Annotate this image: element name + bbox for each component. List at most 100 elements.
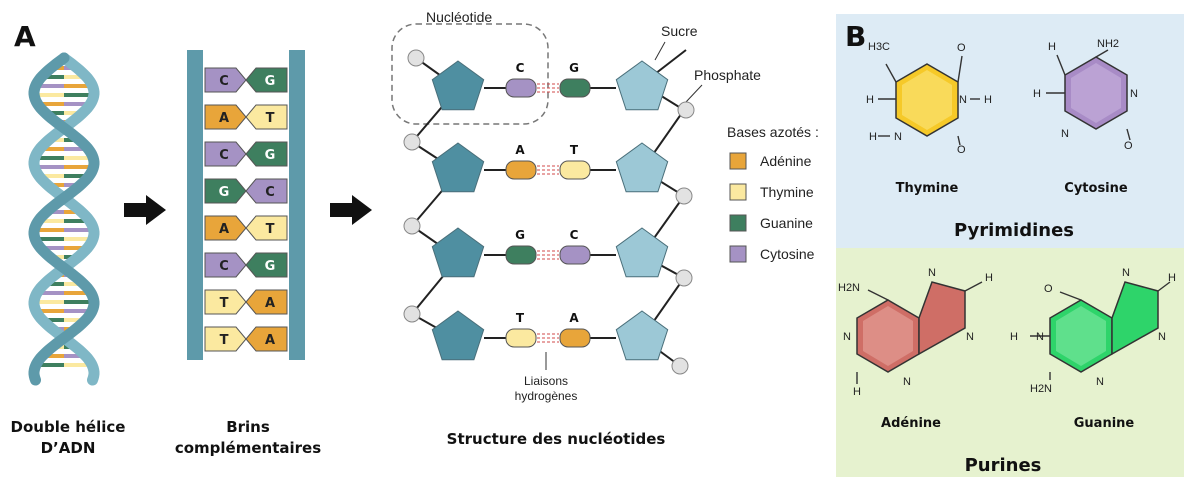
sugar-left <box>431 142 485 193</box>
ladder-base-letter: A <box>219 222 229 237</box>
base-letter-right: C <box>570 228 579 242</box>
legend-swatch <box>729 245 747 263</box>
base-left <box>505 78 537 98</box>
adenine-ring-5 <box>918 281 966 356</box>
phosphate-group <box>677 101 695 119</box>
strand-rail-right <box>289 50 305 360</box>
helix-caption-line2: D’ADN <box>41 439 96 457</box>
sugar-left <box>431 227 485 278</box>
cytosine-atom-h1: H <box>1048 41 1056 53</box>
phosphate-group <box>675 187 693 205</box>
adenine-molecule: H2N N H N N N H N Adénine <box>838 267 993 431</box>
legend-swatch <box>729 183 747 201</box>
nucleotide-highlight-box <box>391 23 549 125</box>
ladder-base-left <box>204 67 247 93</box>
sugar-left <box>431 310 485 361</box>
base-letter-left: G <box>515 228 525 242</box>
ladder-base-letter: C <box>265 185 275 200</box>
thymine-atom-h1: H <box>866 94 874 106</box>
ladder-base-letter: C <box>219 74 229 89</box>
cytosine-atom-h2: H <box>1033 88 1041 100</box>
legend-label: Adénine <box>760 153 812 169</box>
sugar-right <box>615 227 669 278</box>
base-letter-left: T <box>516 311 525 325</box>
legend-swatch <box>729 152 747 170</box>
cytosine-atom-n1: N <box>1130 88 1138 100</box>
ladder-base-left <box>204 104 247 130</box>
arrow-right-icon <box>330 195 372 225</box>
phosphate-group <box>407 49 425 67</box>
guanine-atom-amine: H2N <box>1030 383 1052 395</box>
adenine-atom-amine: H2N <box>838 282 860 294</box>
sugar-label: Sucre <box>661 23 698 39</box>
ladder-base-right <box>245 67 288 93</box>
ladder-base-letter: T <box>266 111 275 126</box>
hydrogen-bond-label-line1: Liaisons <box>524 374 568 388</box>
panel-b-letter: B <box>845 20 866 53</box>
phosphate-group <box>403 133 421 151</box>
thymine-atom-methyl: H3C <box>868 41 890 53</box>
guanine-ring-5 <box>1111 281 1159 356</box>
ladder-base-left <box>204 289 247 315</box>
ladder-base-letter: A <box>219 111 229 126</box>
base-left <box>505 160 537 180</box>
ladder-base-right <box>245 326 288 352</box>
helix-backbone-1 <box>28 52 100 386</box>
helix-backbone-2 <box>28 52 100 386</box>
ladder-base-right <box>245 141 288 167</box>
legend: Bases azotés : AdénineThymineGuanineCyto… <box>727 124 819 263</box>
strand-rail-left <box>187 50 203 360</box>
guanine-atom-n4: N <box>1096 376 1104 388</box>
pyrimidines-panel <box>836 14 1184 248</box>
adenine-atom-n3: N <box>966 331 974 343</box>
base-right <box>559 245 591 265</box>
ladder-base-left <box>204 215 247 241</box>
cytosine-atom-amine: NH2 <box>1097 38 1119 50</box>
base-letter-right: T <box>570 143 579 157</box>
phosphate-group <box>403 305 421 323</box>
base-right <box>559 328 591 348</box>
double-helix <box>28 52 100 386</box>
adenine-atom-n1: N <box>928 267 936 279</box>
panel-a-letter: A <box>14 20 36 53</box>
legend-swatch <box>729 214 747 232</box>
legend-label: Guanine <box>760 215 813 231</box>
thymine-name: Thymine <box>896 181 959 196</box>
adenine-name: Adénine <box>881 416 941 431</box>
ladder-base-letter: C <box>219 148 229 163</box>
ladder-base-right <box>245 178 288 204</box>
strands-caption-line1: Brins <box>226 418 270 436</box>
purines-title: Purines <box>965 455 1042 476</box>
ladder-base-letter: A <box>265 333 275 348</box>
sugar-right <box>615 60 669 111</box>
ladder-base-letter: C <box>219 259 229 274</box>
ladder-base-right <box>245 289 288 315</box>
ladder-base-left <box>204 326 247 352</box>
cytosine-molecule: H NH2 H N N O Cytosine <box>1033 38 1138 196</box>
hydrogen-bond-label-line2: hydrogènes <box>515 389 578 403</box>
cytosine-name: Cytosine <box>1064 181 1128 196</box>
pyrimidines-title: Pyrimidines <box>954 220 1074 241</box>
cytosine-atom-n2: N <box>1061 128 1069 140</box>
ladder-base-left <box>204 178 247 204</box>
sugar-pointer <box>654 41 666 61</box>
adenine-atom-h1: H <box>985 272 993 284</box>
thymine-atom-n1: N <box>959 94 967 106</box>
arrow-right-icon <box>124 195 166 225</box>
guanine-atom-h1: H <box>1168 272 1176 284</box>
ladder-base-letter: T <box>220 333 229 348</box>
guanine-atom-n3: N <box>1158 331 1166 343</box>
base-left <box>505 328 537 348</box>
thymine-atom-n2: N <box>894 131 902 143</box>
phosphate-group <box>671 357 689 375</box>
ladder-base-letter: G <box>265 259 276 274</box>
nucleotide-caption: Structure des nucléotides <box>447 430 666 448</box>
guanine-atom-h2: H <box>1010 331 1018 343</box>
legend-label: Cytosine <box>760 246 815 262</box>
sugar-right <box>615 142 669 193</box>
base-letter-right: G <box>569 61 579 75</box>
guanine-name: Guanine <box>1074 416 1135 431</box>
legend-label: Thymine <box>760 184 814 200</box>
